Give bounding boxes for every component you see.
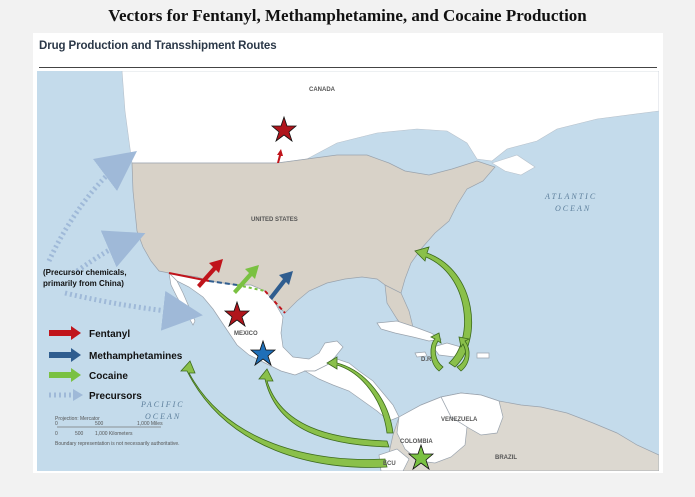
drug-routes-map: CANADA UNITED STATES MEXICO D.R. VENEZUE… <box>37 71 659 471</box>
maritimes-land <box>491 154 536 176</box>
map-panel: Drug Production and Transshipment Routes <box>33 33 663 473</box>
precursor-route-north <box>46 150 137 263</box>
precursor-route-mid <box>75 230 146 274</box>
legend-precursors-head <box>73 389 83 401</box>
us-mexico-border-green <box>236 284 266 292</box>
legend-methamphetamines-swatch <box>49 348 81 362</box>
scale-miles-0: 0 <box>55 421 58 427</box>
scale-km-500: 500 <box>75 431 84 437</box>
scale-miles-500: 500 <box>95 421 104 427</box>
fentanyl-star-mexico <box>223 300 251 328</box>
legend-cocaine-swatch <box>49 368 81 382</box>
precursor-note-line2: primarily from China) <box>43 279 124 288</box>
scale-miles-1000: 1,000 Miles <box>137 421 163 427</box>
colombia-land <box>396 396 468 464</box>
fentanyl-star-canada <box>270 115 298 143</box>
us-mexico-border-red-2 <box>264 290 286 314</box>
cocaine-route-pacific <box>180 360 388 468</box>
cocaine-route-dr-right <box>456 336 471 372</box>
projection-text: Projection: Mercator <box>55 416 100 422</box>
label-venezuela: VENEZUELA <box>441 417 478 423</box>
precursor-note-line1: (Precursor chemicals, <box>43 268 127 277</box>
page-title: Vectors for Fentanyl, Methamphetamine, a… <box>108 6 587 25</box>
cocaine-route-central <box>258 368 390 448</box>
cocaine-route-caribbean <box>326 356 394 434</box>
methamphetamine-arrow <box>269 271 293 300</box>
legend: Fentanyl Methamphetamines Cocaine Precur… <box>49 326 183 402</box>
legend-precursors-label: Precursors <box>89 391 142 402</box>
label-brazil: BRAZIL <box>495 455 517 461</box>
cocaine-arrow <box>233 265 259 294</box>
cocaine-route-dr-left <box>430 332 444 372</box>
fentanyl-arrow-canada <box>277 149 283 163</box>
label-united-states: UNITED STATES <box>251 217 298 223</box>
puerto-rico-land <box>476 352 490 359</box>
legend-methamphetamines-label: Methamphetamines <box>89 351 183 362</box>
label-pacific-1: PACIFIC <box>140 400 185 409</box>
jamaica-land <box>414 351 428 358</box>
scale-km-1000: 1,000 Kilometers <box>95 431 133 437</box>
scale-km-0: 0 <box>55 431 58 437</box>
label-atlantic-2: OCEAN <box>555 204 591 213</box>
label-mexico: MEXICO <box>234 331 258 337</box>
methamphetamine-star-mexico <box>249 339 277 367</box>
label-ecu: ECU <box>383 461 396 467</box>
cocaine-route-atlantic <box>414 246 473 368</box>
label-pacific-2: OCEAN <box>145 412 181 421</box>
scale-block: Projection: Mercator 0 500 1,000 Miles 0… <box>55 416 180 447</box>
map-header: Drug Production and Transshipment Routes <box>39 40 277 52</box>
cocaine-star-colombia <box>407 443 435 471</box>
cocaine-routes <box>180 246 473 468</box>
fentanyl-arrow <box>197 259 223 288</box>
legend-fentanyl-label: Fentanyl <box>89 329 130 340</box>
legend-fentanyl-swatch <box>49 326 81 340</box>
legend-cocaine-label: Cocaine <box>89 371 128 382</box>
header-divider <box>39 67 657 68</box>
label-dr: D.R. <box>421 357 433 363</box>
label-canada: CANADA <box>309 87 336 93</box>
label-colombia: COLOMBIA <box>400 439 433 445</box>
label-atlantic-1: ATLANTIC <box>544 192 597 201</box>
us-mexico-border-blue <box>208 280 238 286</box>
boundary-disclaimer: Boundary representation is not necessari… <box>55 441 180 447</box>
